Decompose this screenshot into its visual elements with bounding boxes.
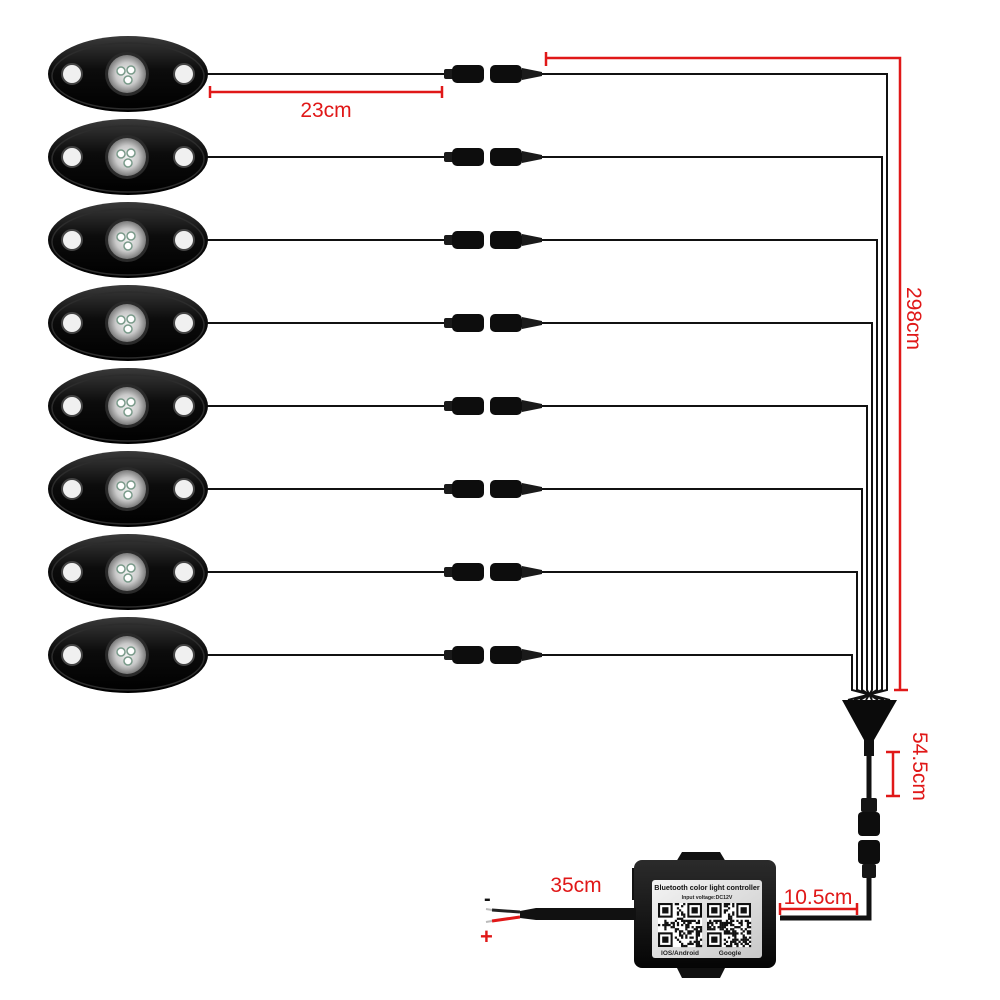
inline-connectors	[444, 65, 542, 664]
qr-code-google	[707, 903, 752, 948]
dim-main-harness: 298cm	[544, 52, 925, 692]
splitter-funnel	[842, 700, 897, 740]
harness-wire	[540, 73, 888, 701]
inline-connector	[444, 563, 542, 581]
inline-connector	[444, 231, 542, 249]
dim-controller-output-label: 10.5cm	[784, 886, 853, 909]
power-lead: - +	[480, 888, 636, 949]
rock-light-pod-icon	[48, 368, 208, 444]
negative-label: -	[484, 888, 491, 910]
dimension-markers: 23cm 298cm 54.5cm 10.5cm 35cm	[208, 52, 931, 915]
splitter-connector-plug-b	[858, 840, 880, 864]
inline-connector	[444, 646, 542, 664]
controller-mount-tab-bottom	[676, 966, 726, 978]
rock-light-pod-icon	[48, 285, 208, 361]
inline-connector	[444, 397, 542, 415]
controller-title: Bluetooth color light controller	[654, 883, 760, 892]
inline-connector	[444, 314, 542, 332]
inline-connector	[444, 65, 542, 83]
wire-harness	[205, 73, 891, 701]
positive-label: +	[480, 924, 493, 949]
qr-right-caption: Google	[719, 950, 742, 957]
splitter-neck	[864, 740, 874, 756]
qr-left-caption: IOS/Android	[661, 950, 699, 957]
rock-light-pod-icon	[48, 534, 208, 610]
dim-splitter-lead-label: 54.5cm	[908, 732, 931, 801]
rock-light-pod-icon	[48, 119, 208, 195]
dim-main-harness-label: 298cm	[902, 287, 925, 350]
splitter-connector-plug-a	[858, 812, 880, 836]
dim-pod-lead-label: 23cm	[300, 99, 351, 122]
splitter-connector-bottom	[862, 864, 876, 878]
inline-connector	[444, 148, 542, 166]
positive-wire	[491, 915, 521, 923]
splitter-connector-top	[861, 798, 877, 812]
inline-connector	[444, 480, 542, 498]
controller-output-cable	[780, 878, 872, 921]
harness-wire	[540, 156, 883, 701]
harness-wire	[540, 239, 878, 701]
wire-splitter-hub	[780, 700, 897, 921]
controller-mount-tab-top	[676, 852, 726, 862]
harness-wire	[540, 322, 873, 701]
negative-wire-tip	[485, 908, 493, 911]
rock-light-pod-icon	[48, 617, 208, 693]
controller-voltage: Input voltage:DC12V	[682, 895, 733, 901]
dim-controller-output: 10.5cm	[778, 886, 859, 915]
rock-light-pod-icon	[48, 451, 208, 527]
dim-pod-lead: 23cm	[208, 86, 444, 122]
bluetooth-controller: Bluetooth color light controller Input v…	[632, 852, 776, 978]
rock-light-pod-icon	[48, 36, 208, 112]
positive-wire-tip	[485, 920, 493, 923]
power-cable-sheath	[536, 908, 636, 920]
harness-wire	[540, 571, 885, 701]
harness-wire	[540, 654, 891, 701]
dim-splitter-lead: 54.5cm	[886, 732, 931, 801]
qr-code-ios-android	[658, 903, 703, 948]
rock-light-pod-icon	[48, 202, 208, 278]
dim-power-lead: 35cm	[550, 874, 601, 897]
negative-wire	[491, 908, 521, 914]
dim-power-lead-label: 35cm	[550, 874, 601, 897]
power-cable-taper	[520, 908, 536, 920]
harness-wire	[540, 488, 879, 701]
light-pods	[48, 36, 208, 693]
